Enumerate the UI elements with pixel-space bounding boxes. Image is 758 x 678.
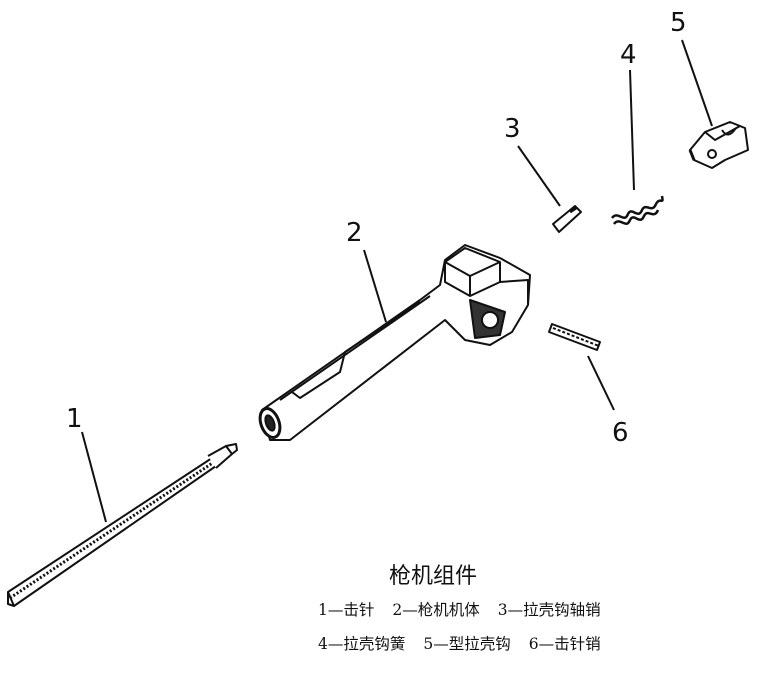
legend-item: 5—型拉壳钩	[423, 635, 511, 653]
part-3-extractor-axis-pin	[552, 205, 582, 233]
caption-legend-row-2: 4—拉壳钩簧 5—型拉壳钩 6—击针销	[318, 632, 619, 654]
leader-line-5	[681, 39, 713, 127]
legend-item: 3—拉壳钩轴销	[497, 601, 601, 619]
leader-line-2	[363, 249, 387, 323]
leader-lines	[81, 39, 713, 523]
part-4-extractor-spring	[611, 195, 664, 225]
leader-line-1	[81, 431, 107, 523]
part-2-bolt-body	[258, 244, 531, 441]
part-label-5: 5	[670, 8, 687, 38]
part-1-firing-pin	[7, 443, 238, 607]
caption-legend-row-1: 1—击针 2—枪机机体 3—拉壳钩轴销	[318, 598, 619, 620]
leader-line-4	[629, 69, 635, 191]
caption-title: 枪机组件	[389, 564, 478, 589]
part-label-3: 3	[504, 114, 521, 144]
part-label-2: 2	[346, 218, 363, 248]
legend-item: 6—击针销	[528, 635, 601, 653]
part-label-4: 4	[620, 40, 637, 70]
part-6-firing-pin-retainer	[548, 323, 601, 351]
part-label-1: 1	[66, 404, 83, 434]
leader-line-6	[587, 355, 615, 411]
part-5-extractor	[688, 121, 749, 169]
legend-item: 1—击针	[318, 601, 375, 619]
legend-item: 4—拉壳钩簧	[318, 635, 406, 653]
part-label-6: 6	[612, 418, 629, 448]
leader-line-3	[517, 145, 561, 207]
legend-item: 2—枪机机体	[392, 601, 480, 619]
